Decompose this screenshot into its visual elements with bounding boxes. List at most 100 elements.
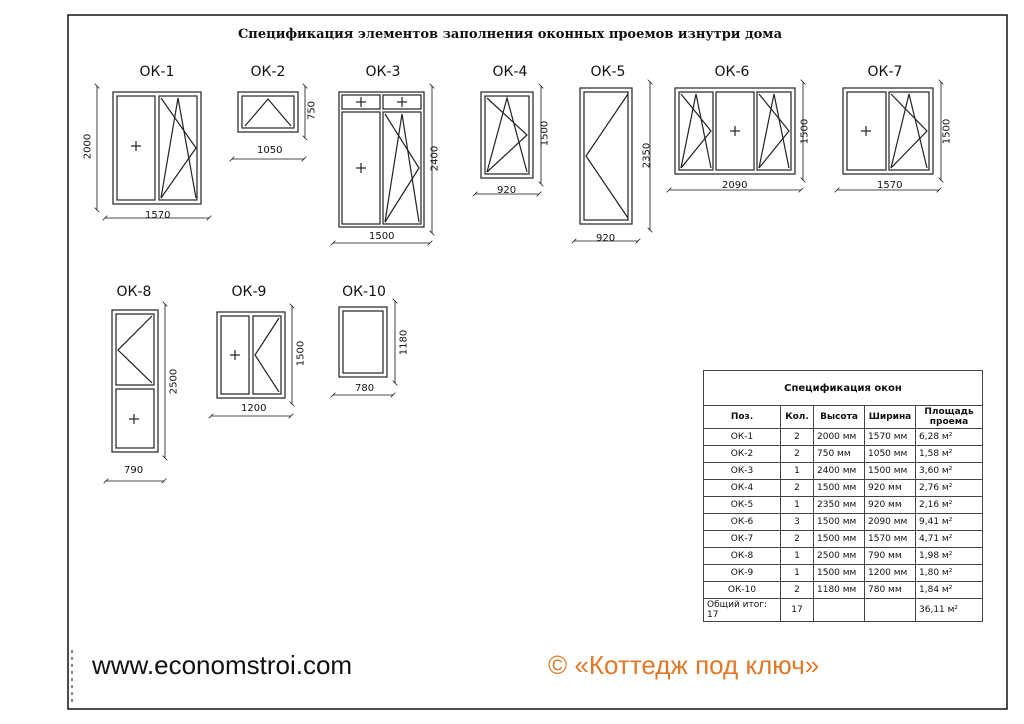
website-link[interactable]: www.economstroi.com (92, 650, 353, 680)
spec-cell: 1500 мм (813, 530, 865, 548)
window-label-ok-3: ОК-3 (365, 64, 401, 80)
spec-cell: ОК-3 (703, 462, 781, 480)
window-ok-2 (237, 91, 299, 133)
spec-cell: 1500 мм (813, 564, 865, 582)
width-dim-ok-3: 1500 (369, 231, 395, 242)
spec-cell: ОК-8 (703, 547, 781, 565)
spec-cell: ОК-7 (703, 530, 781, 548)
width-dim-ok-9: 1200 (241, 403, 267, 414)
width-dim-ok-4: 920 (497, 185, 517, 196)
window-label-ok-2: ОК-2 (250, 64, 286, 80)
dimension-lines (97, 82, 941, 481)
window-ok-7 (842, 87, 934, 175)
spec-cell: 1050 мм (864, 445, 916, 463)
height-dim-ok-5: 2350 (641, 142, 653, 169)
spec-cell: 3,60 м² (915, 462, 983, 480)
window-label-ok-5: ОК-5 (590, 64, 626, 80)
table-total-row: Общий итог: 17 17 36,11 м² (703, 598, 983, 622)
width-dim-ok-1: 1570 (145, 210, 171, 221)
window-ok-10 (338, 306, 388, 378)
spec-cell: 2400 мм (813, 462, 865, 480)
spec-cell: 1200 мм (864, 564, 916, 582)
spec-cell: 750 мм (813, 445, 865, 463)
spec-cell: 1570 мм (864, 428, 916, 446)
spec-cell: 1500 мм (864, 462, 916, 480)
spec-cell: 920 мм (864, 479, 916, 497)
copyright-text: © «Коттедж под ключ» (548, 650, 820, 680)
spec-cell: 1,98 м² (915, 547, 983, 565)
spec-cell: 9,41 м² (915, 513, 983, 531)
height-dim-ok-2: 750 (306, 100, 318, 121)
window-ok-6 (674, 87, 796, 175)
spec-total-count: 17 (780, 598, 814, 622)
spec-cell: 1 (780, 547, 814, 565)
window-label-ok-7: ОК-7 (867, 64, 903, 80)
spec-cell: ОК-2 (703, 445, 781, 463)
window-label-ok-9: ОК-9 (231, 284, 267, 300)
window-ok-5 (579, 87, 633, 225)
window-ok-1 (112, 91, 202, 205)
width-dim-ok-2: 1050 (257, 145, 283, 156)
width-dim-ok-8: 790 (124, 465, 144, 476)
spec-cell: ОК-6 (703, 513, 781, 531)
spec-cell: 1,80 м² (915, 564, 983, 582)
sheet-frame (67, 14, 1008, 710)
height-dim-ok-10: 1180 (398, 329, 410, 356)
height-dim-ok-7: 1500 (941, 118, 953, 145)
spec-cell: 2 (780, 428, 814, 446)
spec-total-area: 36,11 м² (915, 598, 983, 622)
spec-cell: 2 (780, 445, 814, 463)
spec-cell: 1570 мм (864, 530, 916, 548)
spec-cell: 2090 мм (864, 513, 916, 531)
spec-header-area: Площадь проема (915, 405, 983, 429)
window-label-ok-4: ОК-4 (492, 64, 528, 80)
spec-cell: 2 (780, 581, 814, 599)
spec-cell: 1500 мм (813, 513, 865, 531)
window-ok-3 (338, 91, 425, 228)
window-label-ok-6: ОК-6 (714, 64, 750, 80)
spec-cell: 2000 мм (813, 428, 865, 446)
width-dim-ok-5: 920 (596, 233, 616, 244)
spec-header-height: Высота (813, 405, 865, 429)
spec-header-pos: Поз. (703, 405, 781, 429)
spec-table-caption: Спецификация окон (703, 370, 983, 406)
spec-cell: 2,16 м² (915, 496, 983, 514)
spec-cell: 2500 мм (813, 547, 865, 565)
sheet-title: Спецификация элементов заполнения оконны… (237, 27, 783, 42)
spec-cell: 780 мм (864, 581, 916, 599)
spec-cell: 4,71 м² (915, 530, 983, 548)
spec-cell: 2,76 м² (915, 479, 983, 497)
spec-cell: 2350 мм (813, 496, 865, 514)
spec-cell: 1 (780, 462, 814, 480)
height-dim-ok-6: 1500 (799, 118, 811, 145)
spec-cell: 790 мм (864, 547, 916, 565)
spec-header-qty: Кол. (780, 405, 814, 429)
spec-table: Спецификация окон Поз. Кол. Высота Ширин… (703, 370, 983, 622)
spec-cell: 6,28 м² (915, 428, 983, 446)
spec-cell: 1,58 м² (915, 445, 983, 463)
height-dim-ok-3: 2400 (429, 145, 441, 172)
spec-cell: 2 (780, 530, 814, 548)
height-dim-ok-1: 2000 (82, 133, 94, 160)
spec-cell: ОК-1 (703, 428, 781, 446)
spec-cell: 1500 мм (813, 479, 865, 497)
spec-cell: 1 (780, 564, 814, 582)
spec-cell: 1180 мм (813, 581, 865, 599)
height-dim-ok-4: 1500 (539, 120, 551, 147)
width-dim-ok-7: 1570 (877, 180, 903, 191)
window-ok-8 (111, 309, 159, 453)
window-label-ok-1: ОК-1 (139, 64, 175, 80)
spec-cell: ОК-4 (703, 479, 781, 497)
spec-cell: 2 (780, 479, 814, 497)
